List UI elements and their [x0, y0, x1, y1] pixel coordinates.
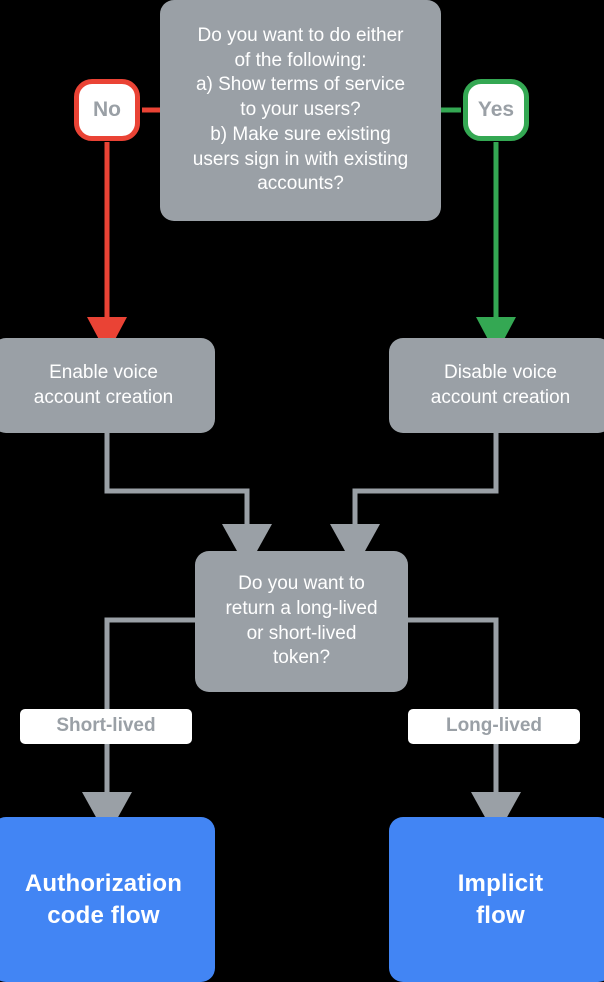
edge-label-short-lived: Short-lived — [20, 709, 192, 744]
edge-token-question-to-auth-code-flow — [82, 617, 195, 837]
terminal-node-implicit-flow[interactable]: Implicit flow — [389, 817, 604, 982]
edge-label-long-lived: Long-lived — [408, 709, 580, 744]
decision-node-token-question[interactable]: Do you want to return a long-lived or sh… — [195, 551, 408, 692]
edge-disable-voice-to-token-question — [330, 432, 499, 569]
process-node-enable-voice-account-creation[interactable]: Enable voice account creation — [0, 338, 215, 433]
process-node-disable-voice-account-creation[interactable]: Disable voice account creation — [389, 338, 604, 433]
decision-node-terms-question[interactable]: Do you want to do either of the followin… — [160, 0, 441, 221]
edge-enable-voice-to-token-question — [104, 432, 272, 569]
answer-chip-yes[interactable]: Yes — [463, 79, 529, 141]
answer-chip-no[interactable]: No — [74, 79, 140, 141]
terminal-node-authorization-code-flow[interactable]: Authorization code flow — [0, 817, 215, 982]
edge-token-question-to-implicit-flow — [408, 617, 521, 837]
